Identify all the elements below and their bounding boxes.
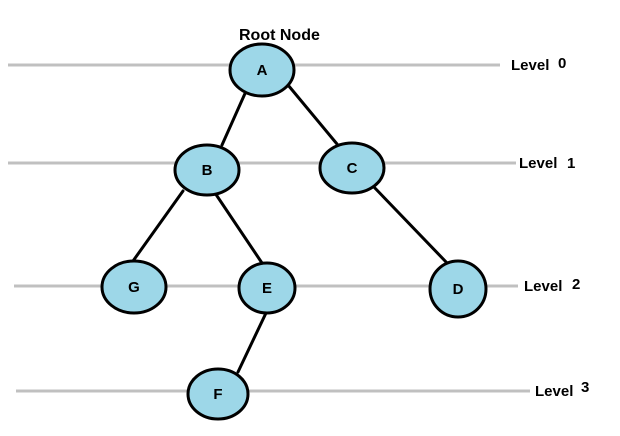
level-0-number: 0 [558, 55, 566, 72]
node-f-shape [186, 367, 250, 421]
node-c-shape [318, 141, 386, 195]
node-f-label: F [213, 386, 222, 403]
level-3-label: Level [535, 383, 573, 400]
node-g-label: G [128, 279, 140, 296]
node-b-label: B [202, 162, 213, 179]
edges [131, 83, 450, 374]
level-3-number: 3 [581, 379, 589, 396]
level-0-label: Level [511, 57, 549, 74]
node-e-shape [237, 261, 297, 315]
node-b-shape [173, 143, 241, 197]
level-2-number: 2 [572, 276, 580, 293]
edge-b-g [131, 189, 185, 263]
node-g-shape [100, 259, 168, 315]
level-1-number: 1 [567, 155, 575, 172]
node-d-shape [428, 259, 488, 319]
edge-e-f [236, 311, 268, 374]
edge-a-b [220, 87, 249, 147]
nodes: A B C G E D F [100, 42, 488, 421]
level-1-label: Level [519, 155, 557, 172]
node-d: D [428, 259, 488, 319]
node-a-shape [228, 42, 296, 98]
edge-a-c [286, 83, 339, 146]
node-e-label: E [262, 280, 272, 297]
node-b: B [173, 143, 241, 197]
root-node-label: Root Node [239, 27, 320, 44]
node-d-label: D [453, 281, 464, 298]
level-2-label: Level [524, 278, 562, 295]
edge-b-e [213, 191, 264, 265]
node-g: G [100, 259, 168, 315]
node-c-label: C [347, 160, 358, 177]
level-lines [8, 63, 530, 393]
node-a: A [228, 42, 296, 98]
edge-c-d [370, 183, 450, 266]
node-c: C [318, 141, 386, 195]
node-a-label: A [257, 62, 268, 79]
node-f: F [186, 367, 250, 421]
node-e: E [237, 261, 297, 315]
